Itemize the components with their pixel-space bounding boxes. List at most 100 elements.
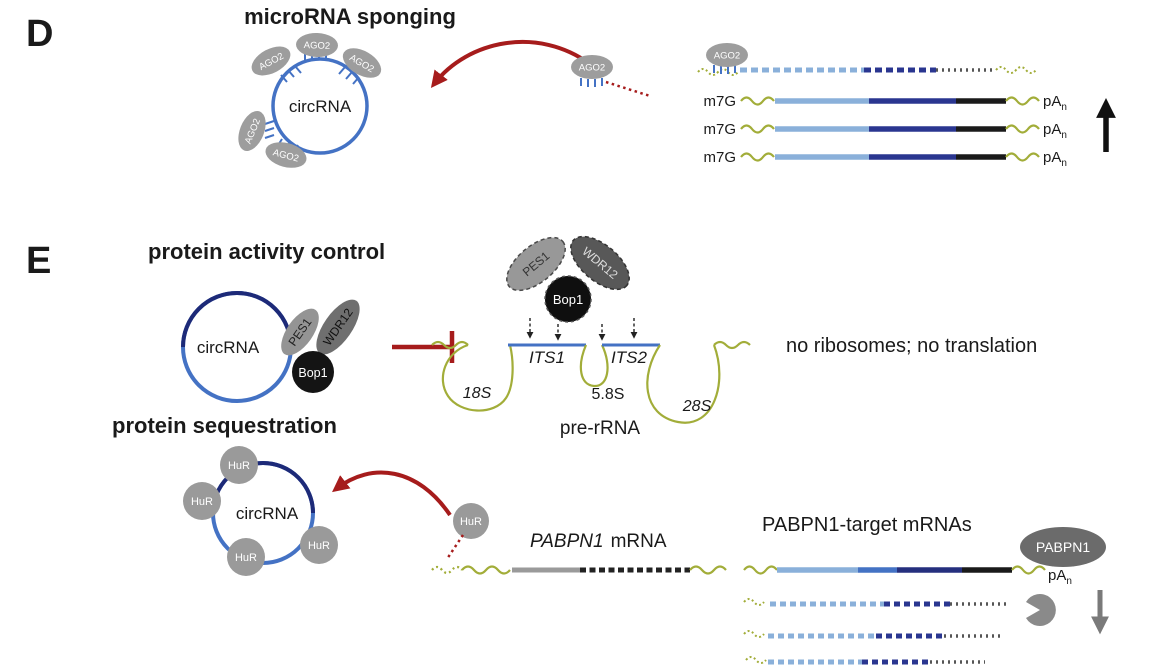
pabpn1-target-mrnas: PABPN1-target mRNAs pAn PABPN1: [743, 514, 1109, 665]
hur-label: HuR: [228, 460, 250, 472]
sequestration-arrow: [332, 470, 452, 517]
m7g-cap-label: m7G: [703, 149, 736, 166]
hur-label: HuR: [191, 496, 213, 508]
ago2-label: AGO2: [304, 40, 331, 52]
utr-wave: [1005, 152, 1040, 162]
hur-protein: [453, 503, 489, 539]
utr-wave: [689, 565, 727, 575]
bop1-label: Bop1: [553, 292, 583, 307]
panel-d-title: microRNA sponging: [244, 4, 456, 29]
panel-d: D microRNA sponging AGO2 AGO2 AGO2 AGO: [26, 4, 1116, 169]
m7g-cap-label: m7G: [703, 93, 736, 110]
hur-label: HuR: [235, 552, 257, 564]
pre-rrna-label: pre-rRNA: [560, 418, 641, 439]
panel-e: E protein activity control PES1 WDR12 Bo…: [26, 235, 1109, 665]
circrna-bop1-complex: PES1 WDR12 Bop1 circRNA: [181, 291, 360, 403]
ago2-bound-mrna: AGO2: [697, 43, 1037, 76]
sequestration-title: protein sequestration: [112, 413, 337, 438]
utr-wave: [431, 565, 463, 575]
stabilized-mrna-row: m7G pAn: [703, 149, 1066, 169]
ago2-protein: AGO2: [265, 142, 307, 168]
bop1-label: Bop1: [298, 366, 327, 380]
mirna-binding-ticks: [713, 65, 736, 74]
polya-label: pAn: [1043, 149, 1067, 169]
hur-protein: HuR: [220, 446, 258, 484]
rrna-18s-label: 18S: [463, 385, 492, 402]
ago2-protein: AGO2: [342, 48, 382, 78]
circrna-circle-dark-arc: [181, 291, 293, 348]
rrna-58s-label: 5.8S: [592, 386, 625, 403]
pre-rrna-structure: ITS1 ITS2 18S 5.8S 28S pre-rRNA: [431, 340, 751, 439]
circrna-sponge-complex: AGO2 AGO2 AGO2 AGO2 AGO2 circRNA: [238, 32, 382, 168]
pabpn1-protein: PABPN1: [1020, 527, 1106, 567]
ago2-protein: AGO2: [571, 55, 613, 79]
circrna-label: circRNA: [197, 338, 260, 357]
pabpn1-protein-label: PABPN1: [1036, 539, 1090, 555]
mirna-binding-ticks: [580, 78, 603, 87]
utr-wave: [740, 152, 775, 162]
sponging-arrow: [430, 40, 592, 88]
hur-label: HuR: [460, 516, 482, 528]
no-translation-text: no ribosomes; no translation: [786, 335, 1037, 357]
hur-protein: HuR: [227, 538, 265, 576]
rrna-18s-loop: [441, 343, 514, 412]
utr-wave: [745, 656, 767, 664]
target-mrna-row: pAn: [743, 565, 1072, 587]
ago2-label: AGO2: [579, 63, 605, 74]
hur-protein: HuR: [183, 482, 221, 520]
circrna-hur-complex: HuR HuR HuR HuR circRNA: [183, 446, 338, 576]
utr-wave: [743, 598, 765, 606]
pes1-protein: PES1: [506, 236, 566, 292]
utr-wave: [1005, 96, 1040, 106]
hur-binding-tail: [445, 534, 465, 560]
utr-wave: [461, 565, 511, 575]
utr-wave: [740, 96, 775, 106]
activity-title: protein activity control: [148, 239, 385, 264]
utr-wave: [697, 68, 739, 76]
rrna-28s-label: 28S: [682, 398, 712, 415]
rrna-tail: [431, 340, 469, 350]
its1-label: ITS1: [529, 348, 565, 367]
hur-label: HuR: [308, 540, 330, 552]
polya-label: pAn: [1043, 121, 1067, 141]
hur-free-complex: HuR: [445, 503, 489, 560]
ago2-label: AGO2: [714, 51, 740, 62]
rrna-58s-loop: [579, 344, 609, 388]
stabilized-mrna-row: m7G pAn: [703, 121, 1066, 141]
utr-wave: [743, 630, 765, 638]
panel-d-label: D: [26, 13, 53, 55]
circrna-label: circRNA: [236, 504, 299, 523]
cleavage-arrows: [526, 318, 638, 341]
hur-protein: HuR: [300, 526, 338, 564]
pebow-complex: PES1 WDR12 Bop1: [506, 235, 638, 341]
rrna-28s-loop: [646, 344, 721, 424]
bop1-protein: [544, 275, 592, 323]
utr-wave: [1005, 124, 1040, 134]
polya-label: pAn: [1043, 93, 1067, 113]
utr-wave: [743, 565, 778, 575]
rnase-pacman-icon: [1026, 594, 1056, 626]
polya-label: pAn: [1048, 567, 1072, 587]
decaying-mrna-row: [743, 630, 1002, 639]
utr-wave: [740, 124, 775, 134]
mirna-tail: [605, 80, 651, 98]
ago2-protein: AGO2: [706, 43, 748, 67]
decaying-mrna-row: [745, 656, 985, 665]
bop1-protein: [292, 351, 334, 393]
circrna-label: circRNA: [289, 97, 352, 116]
ago2-free-complex: AGO2: [571, 55, 651, 98]
decaying-mrna-row: [743, 594, 1056, 626]
stabilized-mrna-row: m7G pAn: [703, 93, 1066, 113]
ago2-protein: AGO2: [251, 46, 291, 76]
wdr12-protein: WDR12: [316, 299, 360, 355]
target-mrnas-title: PABPN1-target mRNAs: [762, 514, 972, 536]
ago2-protein: AGO2: [296, 32, 338, 58]
rrna-tail: [713, 340, 751, 350]
ago2-protein: AGO2: [238, 111, 266, 151]
inhibition-tbar: [392, 331, 455, 363]
utr-wave: [1011, 565, 1046, 575]
